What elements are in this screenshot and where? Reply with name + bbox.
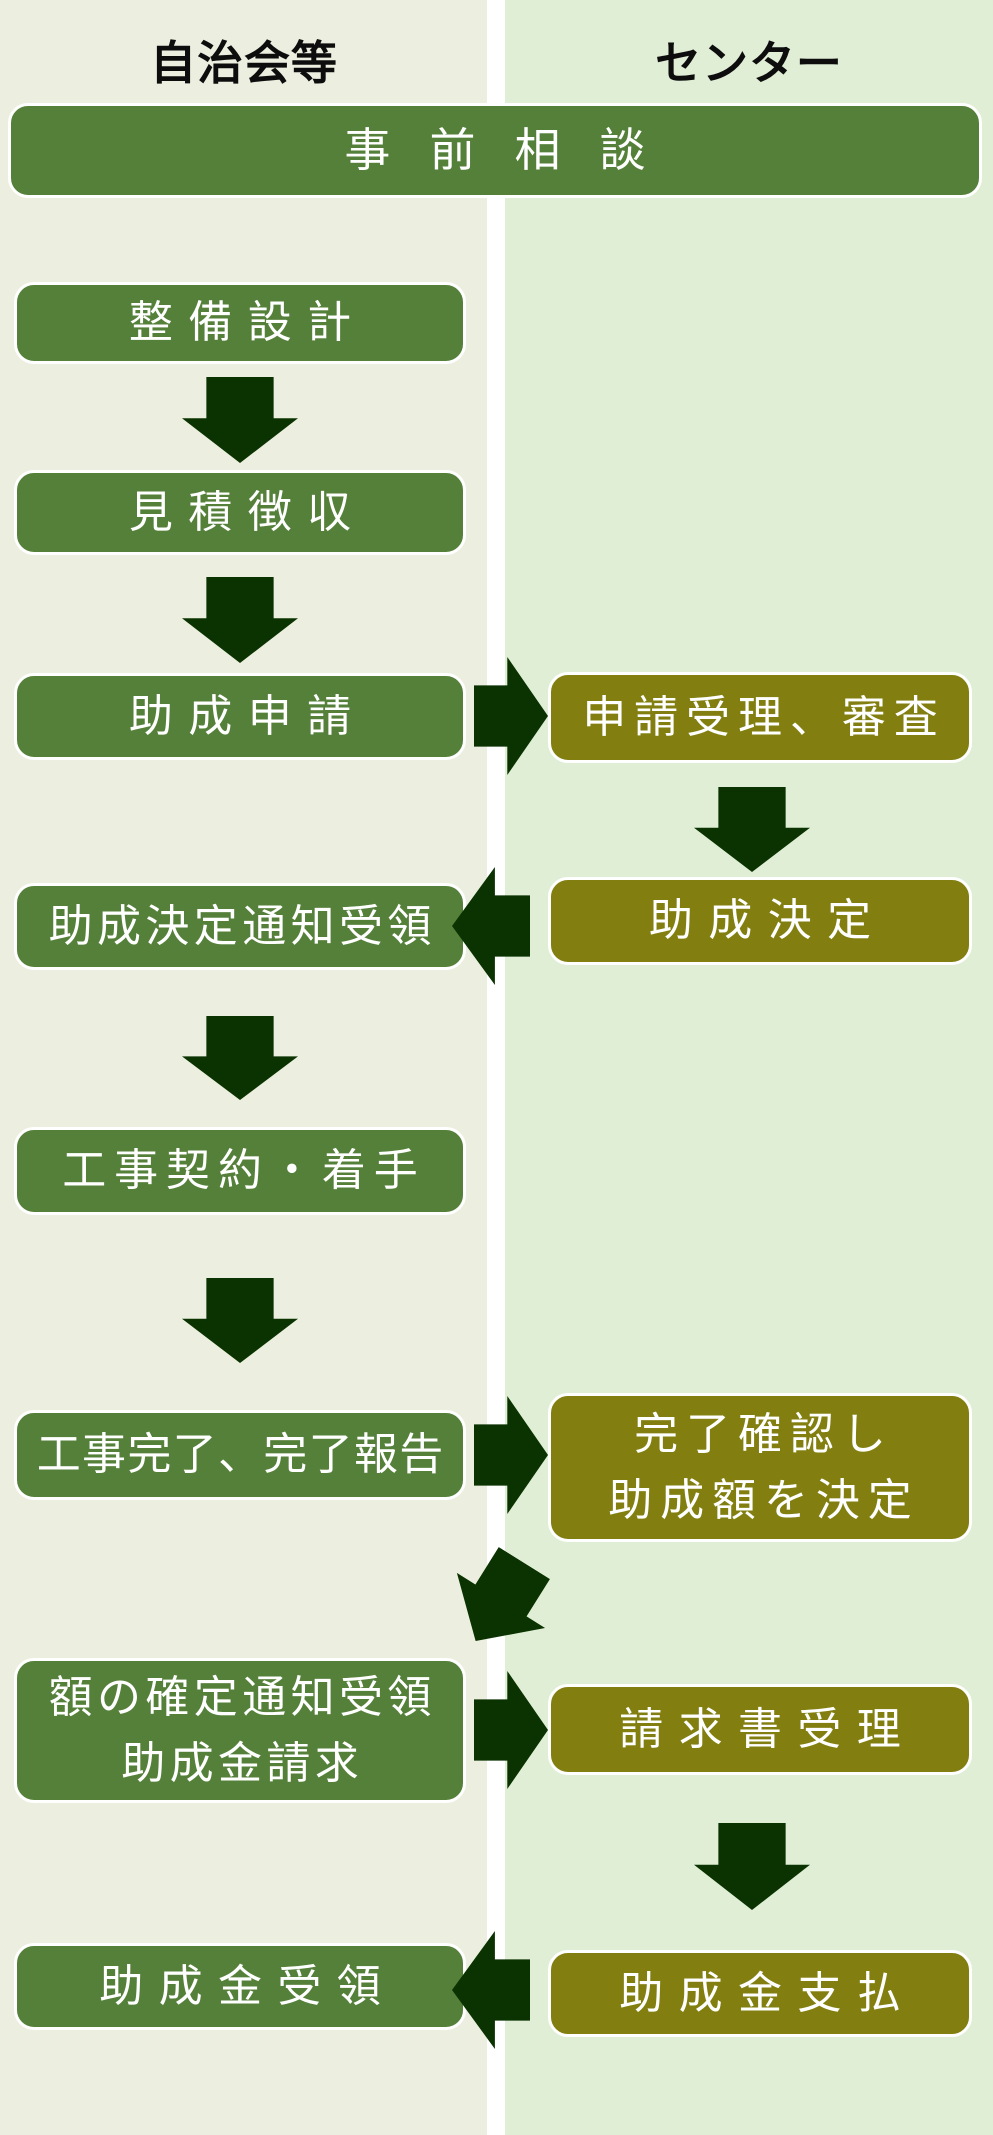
step-label: 整備設計 [128, 297, 367, 348]
arrow-down-notice-to-contract [182, 1016, 298, 1100]
column-divider [487, 0, 505, 2135]
step-confirm-completion-fix-amount: 完了確認し 助成額を決定 [548, 1393, 972, 1542]
step-label: 工事完了、完了報告 [36, 1429, 445, 1480]
step-label: 事前相談 [344, 123, 685, 177]
step-label: 助成申請 [128, 690, 367, 742]
step-work-complete-report: 工事完了、完了報告 [14, 1410, 466, 1500]
step-collect-estimates: 見積徴収 [14, 470, 466, 555]
step-label-line2: 助成額を決定 [608, 1474, 920, 1526]
step-label: 請求書受理 [619, 1703, 917, 1755]
step-label: 助成決定 [648, 895, 887, 946]
arrow-down-design-to-estimate [182, 377, 298, 463]
column-header-center: センター [655, 36, 843, 90]
step-facility-design: 整備設計 [14, 282, 466, 364]
step-receive-grant-money: 助成金受領 [14, 1943, 466, 2030]
step-contract-start-work: 工事契約・着手 [14, 1127, 466, 1215]
step-accept-invoice: 請求書受理 [548, 1684, 972, 1775]
step-grant-application: 助成申請 [14, 673, 466, 760]
step-label-line1: 完了確認し [634, 1408, 894, 1460]
step-amount-fixed-claim: 額の確定通知受領 助成金請求 [14, 1658, 466, 1803]
step-pre-consultation: 事前相談 [8, 103, 982, 198]
center-column-background [505, 0, 993, 2135]
step-label: 見積徴収 [128, 486, 367, 538]
column-header-jichikai: 自治会等 [150, 36, 338, 90]
step-receive-decision-notice: 助成決定通知受領 [14, 883, 466, 970]
step-accept-review-application: 申請受理、審査 [548, 672, 972, 763]
step-label: 工事契約・着手 [62, 1145, 426, 1196]
step-label-line2: 助成金請求 [121, 1737, 364, 1789]
step-pay-grant-money: 助成金支払 [548, 1950, 972, 2037]
arrow-down-contract-to-completion [182, 1278, 298, 1363]
step-label: 助成決定通知受領 [48, 900, 436, 952]
step-grant-decision: 助成決定 [548, 877, 972, 965]
step-label-line1: 額の確定通知受領 [48, 1671, 436, 1723]
step-label: 申請受理、審査 [582, 691, 946, 743]
arrow-down-estimate-to-application [182, 577, 298, 663]
step-label: 助成金支払 [619, 1967, 917, 2019]
step-label: 助成金受領 [99, 1960, 397, 2012]
